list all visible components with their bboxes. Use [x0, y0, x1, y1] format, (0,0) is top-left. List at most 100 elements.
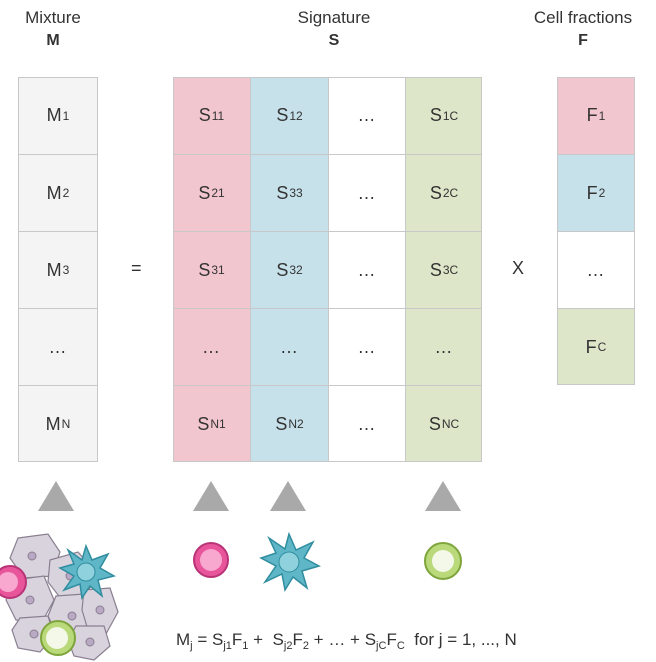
cell-mixture-icon	[0, 533, 119, 661]
signature-cell-r2-c4-base: S	[429, 182, 442, 203]
signature-cell-r2-c4-sub: 2C	[442, 186, 459, 200]
formula-f1: F	[231, 630, 243, 649]
fraction-cell-4-base: F	[585, 336, 597, 357]
formula-fc: F	[386, 630, 397, 649]
signature-cell-r2-c1-sub: 21	[211, 186, 225, 200]
signature-symbol: S	[328, 32, 340, 49]
formula-s2-sub: j2	[283, 640, 293, 652]
mixture-cell-3-base: M	[46, 259, 62, 280]
signature-cell-r5-c3: …	[329, 385, 405, 462]
signature-cell-r1-c3: …	[329, 77, 405, 154]
signature-cell-r5-c2-sub: N2	[288, 417, 304, 431]
mixture-header: Mixture M	[8, 8, 98, 50]
signature-cell-r1-c1-sub: 11	[211, 108, 225, 123]
fraction-cell-2-sub: 2	[598, 186, 606, 200]
fraction-cell-3-base: …	[586, 259, 605, 280]
formula-sc: S	[364, 630, 377, 649]
signature-title: Signature	[297, 8, 371, 27]
fraction-cell-2-base: F	[586, 182, 598, 203]
deconvolution-formula: Mj = Sj1F1 + Sj2F2 + … + SjCFC for j = 1…	[176, 630, 517, 652]
mixture-cell-5-sub: N	[61, 417, 71, 431]
formula-lhs: M	[176, 630, 191, 649]
signature-cell-r4-c4: …	[406, 308, 482, 385]
equals-sign: =	[131, 258, 142, 278]
signature-col1-arrow-icon	[193, 481, 229, 511]
formula-f2-sub: 2	[302, 640, 309, 652]
signature-cell-r4-c3: …	[329, 308, 405, 385]
signature-cell-r2-c2-base: S	[276, 182, 289, 203]
signature-cell-r1-c4-base: S	[429, 105, 442, 125]
formula-s2: S	[272, 630, 284, 649]
signature-cell-r2-c1-base: S	[198, 182, 211, 203]
signature-cell-r5-c1-base: S	[197, 413, 210, 434]
mixture-cell-1-sub: 1	[62, 108, 70, 123]
fraction-cell-1-sub: 1	[598, 108, 606, 123]
fraction-cell-4-sub: C	[597, 340, 607, 354]
signature-cell-r3-c1-base: S	[198, 259, 211, 280]
fraction-cell-3: …	[557, 231, 635, 308]
signature-cell-r1-c2-sub: 12	[289, 108, 303, 123]
formula-tail: for j = 1, ..., N	[414, 630, 517, 649]
formula-lhs-sub: j	[190, 640, 193, 652]
signature-cell-r5-c4-sub: NC	[441, 417, 460, 431]
mixture-cell-5-base: M	[45, 413, 61, 434]
fraction-cell-1-base: F	[586, 105, 598, 125]
signature-cell-r4-c2: …	[251, 308, 328, 385]
signature-cell-r3-c4-sub: 3C	[442, 263, 459, 277]
signature-cell-r2-c3-base: …	[357, 182, 376, 203]
signature-cell-r1-c3-base: …	[357, 105, 376, 125]
signature-cell-r3-c3: …	[329, 231, 405, 308]
mixture-matrix-frame	[18, 77, 98, 462]
signature-cell-r5-c4-base: S	[428, 413, 441, 434]
mixture-cell-1-base: M	[46, 105, 62, 125]
green-lymphocyte-icon	[424, 542, 462, 580]
signature-header: Signature S	[254, 8, 414, 50]
signature-cell-r1-c2-base: S	[276, 105, 289, 125]
signature-cell-r2-c2-sub: 33	[289, 186, 303, 200]
formula-sc-sub: jC	[376, 640, 387, 652]
mixture-cell-2-sub: 2	[62, 186, 70, 200]
mixture-symbol: M	[46, 32, 60, 49]
signature-col2-arrow-icon	[270, 481, 306, 511]
signature-cell-r3-c4-base: S	[429, 259, 442, 280]
signature-cell-r5-c3-base: …	[357, 413, 376, 434]
fraction-vector-frame	[557, 77, 635, 385]
signature-cell-r3-c1-sub: 31	[211, 263, 225, 277]
mixture-cell-4-base: …	[48, 336, 67, 357]
signature-cell-r4-c3-base: …	[357, 336, 376, 357]
signature-cell-r5-c2-base: S	[275, 413, 288, 434]
formula-fc-sub: C	[396, 640, 405, 652]
signature-cell-r3-c2-base: S	[276, 259, 289, 280]
mixture-cell-4: …	[18, 308, 98, 385]
times-sign: X	[512, 258, 525, 278]
signature-cell-r1-c1-base: S	[198, 105, 211, 125]
formula-f1-sub: 1	[242, 640, 249, 652]
signature-cell-r4-c2-base: …	[280, 336, 298, 357]
signature-cell-r2-c3: …	[329, 154, 405, 231]
formula-s1-sub: j1	[223, 640, 232, 652]
mixture-title: Mixture	[25, 8, 81, 27]
formula-f2: F	[292, 630, 303, 649]
signature-cell-r3-c2-sub: 32	[289, 263, 303, 277]
signature-cell-r1-c4-sub: 1C	[442, 108, 459, 123]
signature-cell-r3-c3-base: …	[357, 259, 376, 280]
signature-colC-arrow-icon	[425, 481, 461, 511]
